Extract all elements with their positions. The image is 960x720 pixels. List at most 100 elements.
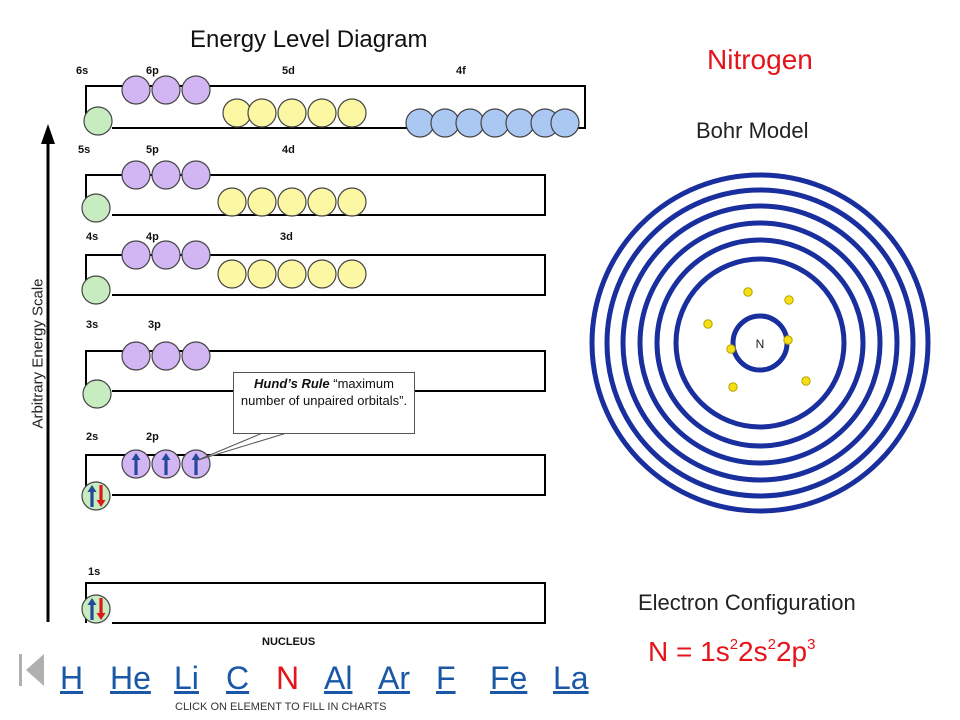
sublevel-label: 4s <box>86 231 98 243</box>
sublevel-label: 1s <box>88 566 100 578</box>
s-orbital <box>81 481 111 511</box>
skip-to-first-icon[interactable] <box>18 652 48 688</box>
d-orbital <box>217 259 247 289</box>
diagram-title: Energy Level Diagram <box>190 26 428 53</box>
level-boxes <box>85 85 586 624</box>
element-link-h[interactable]: H <box>60 660 84 696</box>
spin-down-arrow-head <box>96 500 106 507</box>
element-link-fe[interactable]: Fe <box>490 660 528 696</box>
bohr-electron <box>728 382 738 392</box>
d-orbital <box>307 98 337 128</box>
level-box <box>85 454 546 496</box>
s-orbital <box>81 193 111 223</box>
bohr-electron <box>784 295 794 305</box>
bohr-electron <box>801 376 811 386</box>
spin-up-arrow-head <box>87 485 97 492</box>
sublevel-label: 3s <box>86 319 98 331</box>
sublevel-label: 6s <box>76 65 88 77</box>
d-orbital <box>277 98 307 128</box>
p-orbital <box>181 160 211 190</box>
level-box <box>85 174 546 216</box>
electron-shell <box>620 203 900 483</box>
element-link-li[interactable]: Li <box>174 660 199 696</box>
spin-up-arrow-head <box>131 453 141 460</box>
f-orbital <box>455 108 485 138</box>
d-orbital <box>247 98 277 128</box>
element-link-f[interactable]: F <box>436 660 456 696</box>
orbitals <box>81 75 580 624</box>
d-orbital <box>247 187 277 217</box>
bohr-nucleus-symbol: N <box>756 337 765 351</box>
sublevel-label: 5s <box>78 144 90 156</box>
level-box <box>85 254 546 296</box>
d-orbital <box>217 187 247 217</box>
spin-up-arrow-head <box>191 453 201 460</box>
element-link-ar[interactable]: Ar <box>378 660 410 696</box>
d-orbital <box>337 259 367 289</box>
bohr-electron <box>783 335 793 345</box>
p-orbital <box>151 240 181 270</box>
bohr-electron <box>743 287 753 297</box>
spin-up-arrow-head <box>161 453 171 460</box>
s-orbital <box>81 594 111 624</box>
sublevel-label: 2s <box>86 431 98 443</box>
spin-down-arrow-head <box>96 613 106 620</box>
element-link-al[interactable]: Al <box>324 660 353 696</box>
d-orbital <box>337 187 367 217</box>
sublevel-label: 6p <box>146 65 159 77</box>
electron-configuration: N = 1s22s22p3 <box>648 636 816 667</box>
bohr-model-title: Bohr Model <box>696 118 809 143</box>
sublevel-label: 3p <box>148 319 161 331</box>
s-orbital <box>81 275 111 305</box>
element-link-n: N <box>276 660 300 696</box>
p-orbital <box>181 341 211 371</box>
sublevel-label: 5d <box>282 65 295 77</box>
element-link-c[interactable]: C <box>226 660 250 696</box>
electron-shell <box>654 237 866 449</box>
s-orbital <box>83 106 113 136</box>
d-orbital <box>337 98 367 128</box>
p-orbital <box>121 75 151 105</box>
spin-up-arrow-head <box>87 598 97 605</box>
element-name: Nitrogen <box>707 44 813 75</box>
f-orbital <box>430 108 460 138</box>
f-orbital <box>550 108 580 138</box>
p-orbital <box>151 160 181 190</box>
energy-axis-label: Arbitrary Energy Scale <box>29 278 47 429</box>
d-orbital <box>277 187 307 217</box>
hunds-rule-text: “maximum number of unpaired orbitals”. <box>240 376 408 408</box>
navigation-hint: CLICK ON ELEMENT TO FILL IN CHARTS <box>175 701 387 713</box>
p-orbital <box>121 240 151 270</box>
element-link-he[interactable]: He <box>110 660 151 696</box>
electron-shell <box>637 220 883 466</box>
energy-axis-arrowhead <box>41 124 55 144</box>
d-orbital <box>277 259 307 289</box>
d-orbital <box>247 259 277 289</box>
sublevel-label: 5p <box>146 144 159 156</box>
electron-configuration-title: Electron Configuration <box>638 590 856 615</box>
hunds-rule-title: Hund’s Rule <box>254 376 330 391</box>
p-orbital <box>181 240 211 270</box>
p-orbital <box>151 75 181 105</box>
d-orbital <box>307 187 337 217</box>
sublevel-label: 4p <box>146 231 159 243</box>
sublevel-label: 2p <box>146 431 159 443</box>
d-orbital <box>307 259 337 289</box>
bohr-model: N <box>589 172 931 514</box>
electron-shell <box>589 172 931 514</box>
f-orbital <box>505 108 535 138</box>
element-link-la[interactable]: La <box>553 660 589 696</box>
nucleus-label: NUCLEUS <box>262 636 316 648</box>
bohr-electron <box>703 319 713 329</box>
electron-shell <box>604 187 916 499</box>
sublevel-label: 4f <box>456 65 466 77</box>
p-orbital <box>181 75 211 105</box>
sublevel-label: 3d <box>280 231 293 243</box>
f-orbital <box>480 108 510 138</box>
f-orbital <box>405 108 435 138</box>
s-orbital <box>82 379 112 409</box>
